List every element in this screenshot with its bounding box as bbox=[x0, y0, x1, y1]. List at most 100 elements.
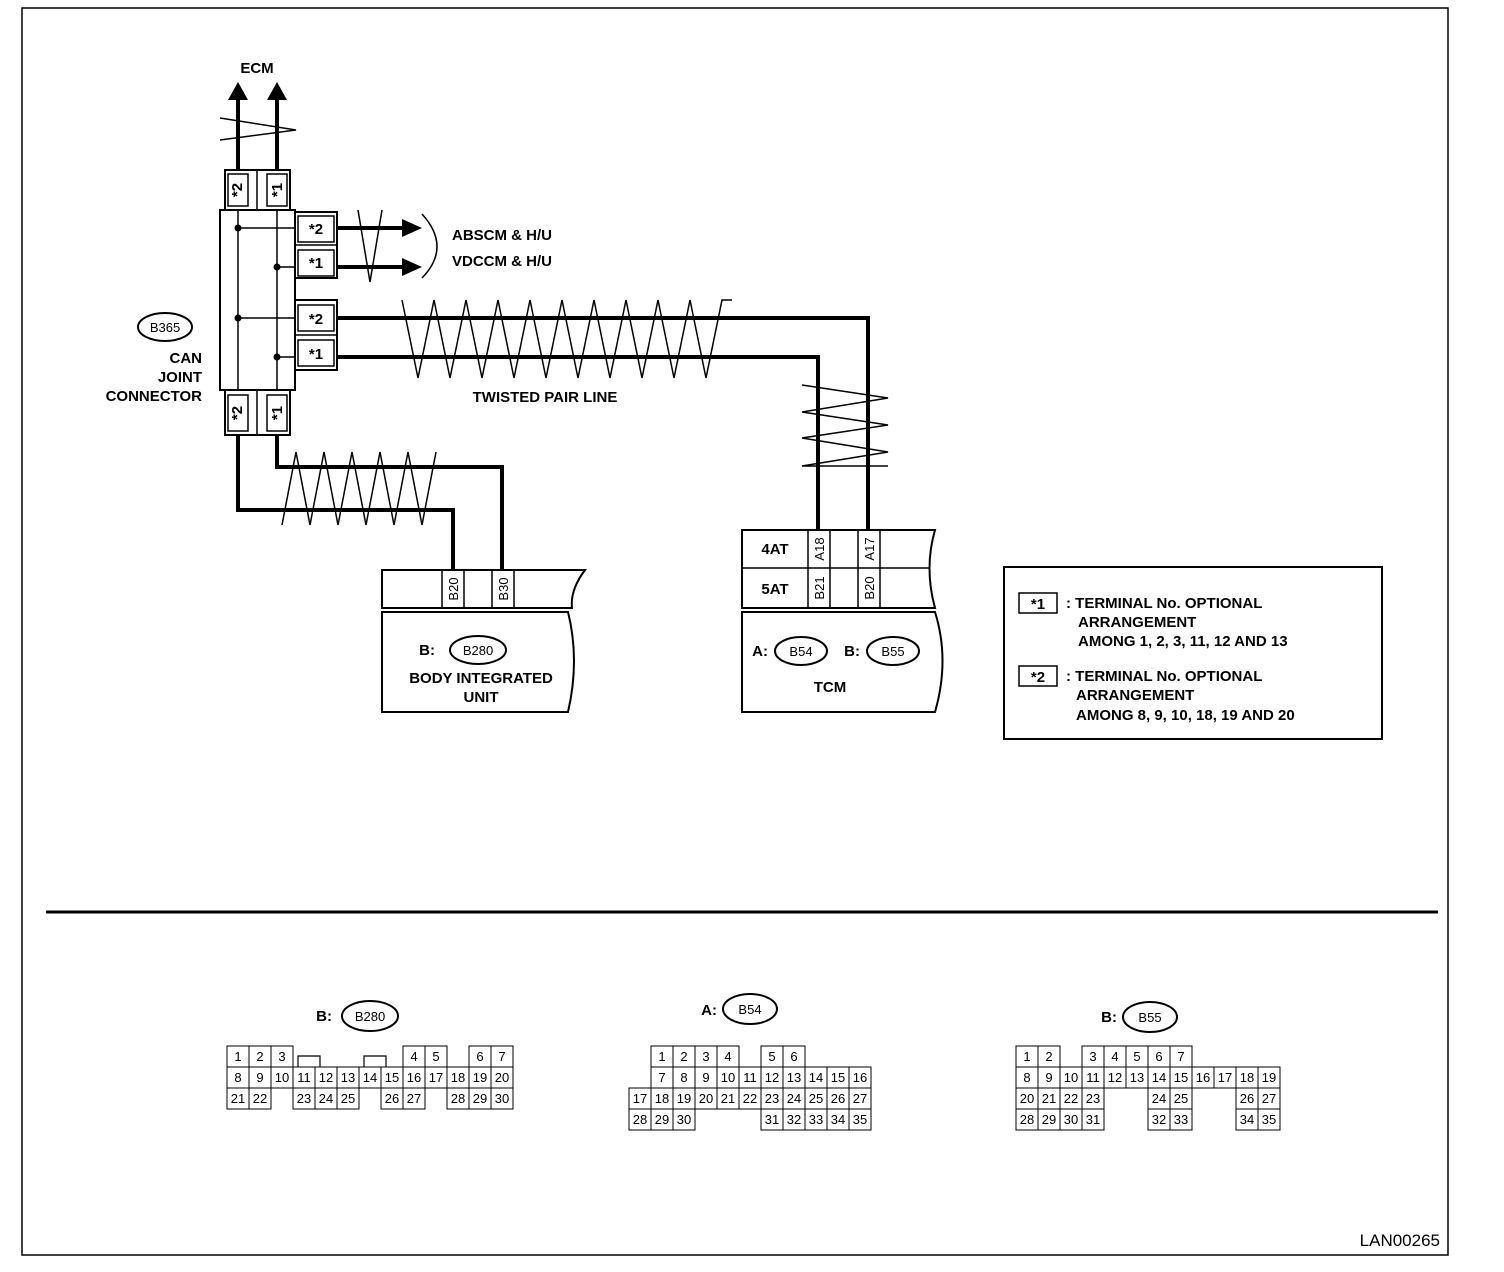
b280-pin-label: 5 bbox=[432, 1049, 439, 1064]
b55-pin-label: 6 bbox=[1155, 1049, 1162, 1064]
b55-pin-label: 17 bbox=[1218, 1070, 1232, 1085]
b55-face-prefix: B: bbox=[1101, 1009, 1117, 1026]
b55-pin-label: 25 bbox=[1174, 1091, 1188, 1106]
b55-pin-label: 18 bbox=[1240, 1070, 1254, 1085]
b280-pin-cell bbox=[336, 1087, 360, 1110]
abscm-label: ABSCM & H/U bbox=[452, 227, 552, 244]
b54-pin-label: 3 bbox=[702, 1049, 709, 1064]
b54-pin-cell bbox=[848, 1108, 872, 1131]
b55-pin-label: 16 bbox=[1196, 1070, 1210, 1085]
tcm-pin-a18: A18 bbox=[812, 537, 827, 560]
b280-pin-label: 20 bbox=[495, 1070, 509, 1085]
b280-pin-label: 4 bbox=[410, 1049, 417, 1064]
b55-face-oval bbox=[1122, 1001, 1178, 1033]
b54-pin-label: 15 bbox=[831, 1070, 845, 1085]
b54-pin-label: 25 bbox=[809, 1091, 823, 1106]
ecm-terminal-star2: *2 bbox=[229, 183, 246, 197]
b280-pin-label: 6 bbox=[476, 1049, 483, 1064]
b280-pin-label: 23 bbox=[297, 1091, 311, 1106]
b280-pin-label: 28 bbox=[451, 1091, 465, 1106]
b55-pin-label: 30 bbox=[1064, 1112, 1078, 1127]
legend-mark-box-1 bbox=[1018, 592, 1058, 614]
vdccm-label: VDCCM & H/U bbox=[452, 253, 552, 270]
tcm-a-prefix: A: bbox=[752, 643, 768, 660]
b280-pin-label: 27 bbox=[407, 1091, 421, 1106]
b280-pin-label: 12 bbox=[319, 1070, 333, 1085]
b54-pin-label: 14 bbox=[809, 1070, 823, 1085]
b280-pin-label: 22 bbox=[253, 1091, 267, 1106]
b54-pin-label: 11 bbox=[743, 1070, 757, 1085]
body-name-2: UNIT bbox=[464, 689, 499, 706]
b55-face-id: B55 bbox=[1138, 1010, 1161, 1025]
b54-pin-label: 24 bbox=[787, 1091, 801, 1106]
tcm-pin-a17: A17 bbox=[862, 537, 877, 560]
b55-pin-label: 33 bbox=[1174, 1112, 1188, 1127]
b280-pin-label: 2 bbox=[256, 1049, 263, 1064]
b55-pin-label: 14 bbox=[1152, 1070, 1166, 1085]
abs-terminal-star1: *1 bbox=[309, 255, 323, 272]
b55-pin-label: 21 bbox=[1042, 1091, 1056, 1106]
ecm-label: ECM bbox=[240, 60, 273, 77]
body-terminal-star2: *2 bbox=[229, 406, 246, 420]
can-label-1: CAN bbox=[170, 350, 203, 367]
b280-pin-label: 11 bbox=[297, 1070, 311, 1085]
b280-pin-label: 18 bbox=[451, 1070, 465, 1085]
b280-pin-label: 9 bbox=[256, 1070, 263, 1085]
b54-oval bbox=[774, 636, 828, 666]
b54-pin-label: 27 bbox=[853, 1091, 867, 1106]
legend-2-line-2: ARRANGEMENT bbox=[1076, 687, 1194, 704]
b55-pin-label: 19 bbox=[1262, 1070, 1276, 1085]
b54-pin-label: 10 bbox=[721, 1070, 735, 1085]
b280-pin-label: 30 bbox=[495, 1091, 509, 1106]
b280-pin-label: 1 bbox=[234, 1049, 241, 1064]
b280-pin-label: 26 bbox=[385, 1091, 399, 1106]
abs-arrows bbox=[337, 209, 438, 283]
b54-pin-label: 34 bbox=[831, 1112, 845, 1127]
twisted-pair-label: TWISTED PAIR LINE bbox=[473, 389, 618, 406]
b54-pin-label: 35 bbox=[853, 1112, 867, 1127]
body-pin-b20: B20 bbox=[446, 577, 461, 600]
ecm-arrows bbox=[219, 82, 297, 170]
b55-pin-label: 3 bbox=[1089, 1049, 1096, 1064]
b54-face-oval bbox=[722, 993, 778, 1025]
b55-pin-label: 10 bbox=[1064, 1070, 1078, 1085]
b280-pin-label: 14 bbox=[363, 1070, 377, 1085]
legend-mark-2: *2 bbox=[1031, 669, 1045, 686]
b55-pin-label: 13 bbox=[1130, 1070, 1144, 1085]
b54-pin-label: 23 bbox=[765, 1091, 779, 1106]
b54-pin-label: 12 bbox=[765, 1070, 779, 1085]
can-connector-id: B365 bbox=[150, 320, 180, 335]
b280-pin-label: 7 bbox=[498, 1049, 505, 1064]
b55-pin-label: 12 bbox=[1108, 1070, 1122, 1085]
b280-pin-label: 15 bbox=[385, 1070, 399, 1085]
b55-pin-label: 1 bbox=[1023, 1049, 1030, 1064]
tcm-b-prefix: B: bbox=[844, 643, 860, 660]
b280-pin-label: 29 bbox=[473, 1091, 487, 1106]
body-id: B280 bbox=[463, 643, 493, 658]
b55-pin-label: 15 bbox=[1174, 1070, 1188, 1085]
tcm-4at-label: 4AT bbox=[761, 541, 788, 558]
legend-1-line-2: ARRANGEMENT bbox=[1078, 614, 1196, 631]
figure-code: LAN00265 bbox=[1360, 1231, 1440, 1250]
b280-pin-label: 10 bbox=[275, 1070, 289, 1085]
b280-pin-label: 17 bbox=[429, 1070, 443, 1085]
b55-pin-label: 4 bbox=[1111, 1049, 1118, 1064]
tcm-terminal-star2: *2 bbox=[309, 311, 323, 328]
b280-pin-label: 25 bbox=[341, 1091, 355, 1106]
body-name-1: BODY INTEGRATED bbox=[409, 670, 553, 687]
b54-pin-label: 6 bbox=[790, 1049, 797, 1064]
body-wires bbox=[236, 435, 504, 570]
b54-pin-label: 21 bbox=[721, 1091, 735, 1106]
legend-box bbox=[1003, 566, 1383, 740]
b280-pin-label: 13 bbox=[341, 1070, 355, 1085]
tcm-pin-b21: B21 bbox=[812, 576, 827, 599]
b55-pin-label: 35 bbox=[1262, 1112, 1276, 1127]
b54-pin-label: 1 bbox=[658, 1049, 665, 1064]
legend-1-line-3: AMONG 1, 2, 3, 11, 12 AND 13 bbox=[1078, 633, 1288, 650]
b54-pin-label: 20 bbox=[699, 1091, 713, 1106]
tcm-a-id: B54 bbox=[789, 644, 812, 659]
b54-pin-label: 22 bbox=[743, 1091, 757, 1106]
b54-pin-label: 2 bbox=[680, 1049, 687, 1064]
b54-pin-label: 31 bbox=[765, 1112, 779, 1127]
